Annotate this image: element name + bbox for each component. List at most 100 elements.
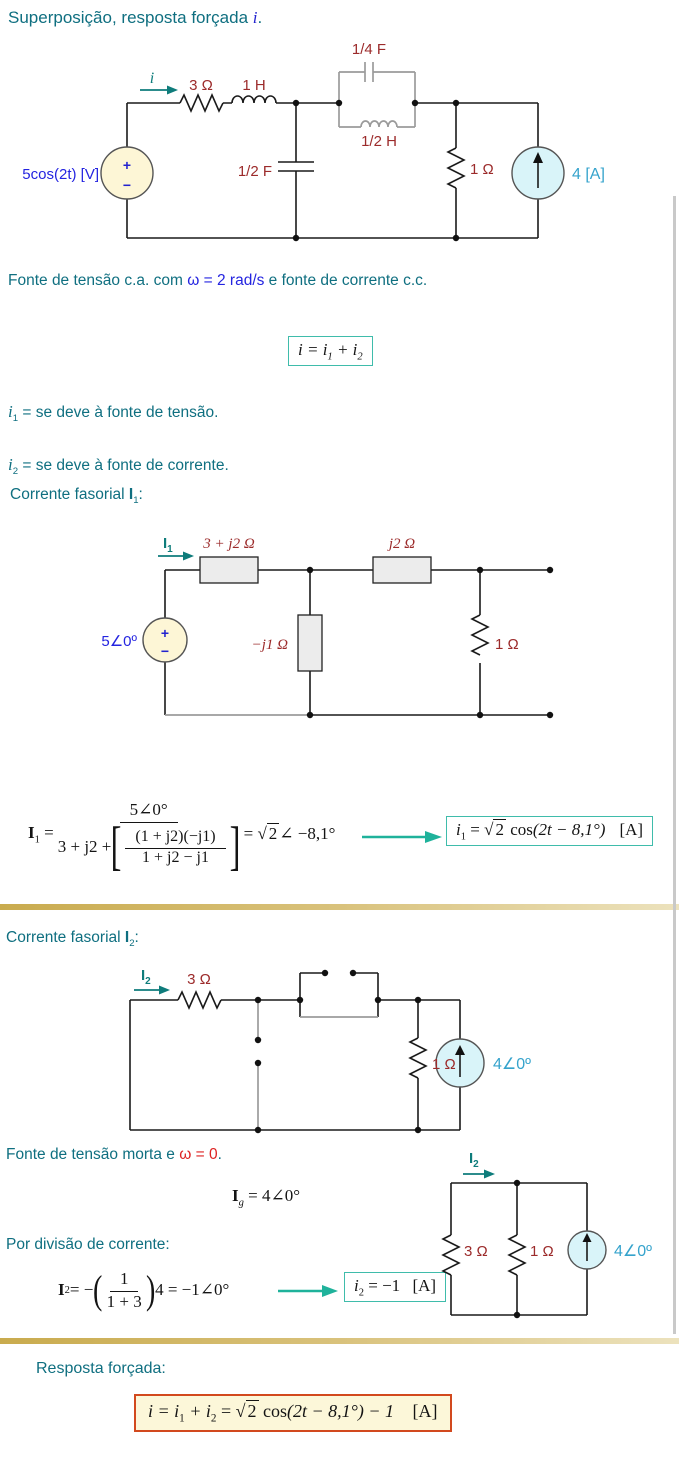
- eq-sum-sub1: 1: [327, 351, 333, 363]
- node-dot: [374, 996, 382, 1004]
- left-bracket: [: [110, 816, 122, 877]
- current-source-label: 4 [A]: [572, 166, 605, 183]
- section-divider: [0, 1338, 679, 1344]
- node-dot: [335, 99, 343, 107]
- equation-I1: I1 = 5∠0° 3 + j2 + [ (1 + j2)(−j1) 1 + j…: [28, 784, 335, 884]
- node-dot: [296, 996, 304, 1004]
- impedance-z2-box: [372, 556, 432, 584]
- current-source-arrowhead-icon: [582, 1233, 592, 1242]
- result-i1-sub: 1: [460, 831, 466, 843]
- result-arrow-icon: [362, 831, 442, 843]
- eq-I1-fraction: 5∠0° 3 + j2 + [ (1 + j2)(−j1) 1 + j2 − j…: [57, 799, 241, 877]
- eq-sum-part2: + i: [332, 340, 358, 359]
- node-dot: [306, 566, 314, 574]
- dead-source-post: .: [217, 1146, 222, 1163]
- final-eq-part1: i = i: [148, 1401, 180, 1421]
- current-label-main: I: [469, 1150, 473, 1167]
- result-i1-argument: (2t − 8,1°): [532, 820, 606, 839]
- plus-sign: +: [161, 625, 169, 641]
- minus-sign: −: [161, 643, 169, 659]
- node-dot: [414, 1126, 422, 1134]
- result-i2-box: i2 = −1 [A]: [344, 1272, 447, 1303]
- def-i1-text: = se deve à fonte de tensão.: [18, 404, 219, 421]
- circuit3-wires: [129, 999, 461, 1131]
- final-eq-equals: =: [216, 1401, 236, 1421]
- sqrt-arg: 2: [245, 1400, 259, 1421]
- current-label: I2: [469, 1150, 479, 1170]
- heading-I2-pre: Corrente fasorial: [6, 929, 125, 946]
- inductor-1H: [231, 95, 277, 104]
- final-result-box: i = i1 + i2 = √2 cos(2t − 8,1°) − 1 [A]: [134, 1394, 452, 1432]
- eq-I2-den: 1 + 3: [106, 1292, 142, 1311]
- final-eq-sub2: 2: [210, 1412, 217, 1425]
- eq-I1-result: = √2∠ −8,1°: [243, 823, 335, 844]
- current-source-arrowhead-icon: [533, 152, 543, 163]
- current-label-main: I: [141, 967, 145, 984]
- eq-I1-equals2: =: [243, 824, 258, 843]
- node-dot: [476, 711, 484, 719]
- right-paren: ): [145, 1267, 156, 1312]
- definition-i1: i1 = se deve à fonte de tensão.: [8, 402, 218, 424]
- current-label: i: [150, 70, 154, 87]
- resistor-1ohm-label: 1 Ω: [495, 636, 519, 653]
- left-paren: (: [93, 1267, 103, 1312]
- minus-sign: −: [123, 177, 131, 193]
- sqrt-symbol: √: [235, 1401, 246, 1421]
- current-arrowhead-icon: [159, 985, 170, 995]
- superposition-equation-box: i = i1 + i2: [288, 336, 373, 367]
- result-arrow-icon: [278, 1285, 338, 1297]
- eq-I1-denominator: 3 + j2 + [ (1 + j2)(−j1) 1 + j2 − j1 ]: [57, 816, 241, 877]
- open-terminal-dot: [546, 566, 554, 574]
- current-label-main: I: [163, 535, 167, 552]
- current-arrowhead-icon: [484, 1169, 495, 1179]
- eq-I1-var: I: [28, 822, 35, 842]
- def-i2-text: = se deve à fonte de corrente.: [18, 457, 229, 474]
- result-i1-box: i1 = √2 cos(2t − 8,1°)[A]: [446, 816, 654, 847]
- plus-sign: +: [123, 157, 131, 173]
- eq-I2-sub: 2: [64, 1284, 70, 1296]
- resistor-1ohm-label: 1 Ω: [470, 161, 494, 178]
- node-dot: [513, 1179, 521, 1187]
- final-eq-argument: (2t − 8,1°) − 1: [287, 1401, 399, 1421]
- sqrt-arg: 2: [493, 819, 506, 839]
- eq-I2-num: 1: [109, 1268, 139, 1292]
- heading-I1-var: I: [128, 486, 134, 503]
- current-label-sub: 2: [145, 976, 151, 987]
- capacitor-quarter-F-label: 1/4 F: [352, 41, 386, 58]
- capacitor-half-F-label: 1/2 F: [238, 163, 272, 180]
- result-i2-unit: [A]: [412, 1276, 437, 1295]
- voltage-source: [142, 617, 188, 663]
- impedance-z2-label: j2 Ω: [387, 536, 415, 552]
- node-dot: [254, 1126, 262, 1134]
- current-label-sub: 2: [473, 1159, 479, 1170]
- section-divider: [0, 904, 679, 910]
- voltage-source-label: 5cos(2t) [V]: [22, 166, 99, 183]
- resistor-3ohm: [441, 1234, 461, 1276]
- right-bracket: ]: [229, 816, 241, 877]
- heading-I2-sub: 2: [129, 938, 135, 950]
- page-right-border: [673, 196, 676, 1334]
- eq-Ig-sub: g: [238, 1197, 244, 1209]
- heading-phasor-I2: Corrente fasorial I2:: [6, 929, 139, 949]
- resistor-3ohm-label: 3 Ω: [464, 1243, 488, 1260]
- result-i2-value: = −1: [364, 1276, 405, 1295]
- current-label: I1: [163, 535, 173, 555]
- final-eq-sub1: 1: [179, 1412, 185, 1425]
- def-i2-var: i: [8, 455, 13, 474]
- current-source-label: 4∠0º: [614, 1243, 652, 1260]
- heading-phasor-I1: Corrente fasorial I1:: [10, 486, 143, 506]
- impedance-z3-box: [297, 614, 323, 672]
- node-dot: [452, 234, 460, 242]
- open-terminal-dot: [546, 711, 554, 719]
- result-i1-var: i: [456, 820, 461, 839]
- sources-text-pre: Fonte de tensão c.a. com: [8, 272, 188, 289]
- final-heading: Resposta forçada:: [36, 1360, 166, 1377]
- eq-I1-equals: =: [44, 822, 54, 842]
- title-text: Superposição, resposta forçada: [8, 8, 253, 27]
- node-dot: [306, 711, 314, 719]
- open-gap-dot: [254, 1059, 262, 1067]
- eq-I1-den-pre: 3 + j2 +: [57, 837, 112, 856]
- open-gap-dot: [321, 969, 329, 977]
- current-source-arrowhead-icon: [455, 1045, 465, 1055]
